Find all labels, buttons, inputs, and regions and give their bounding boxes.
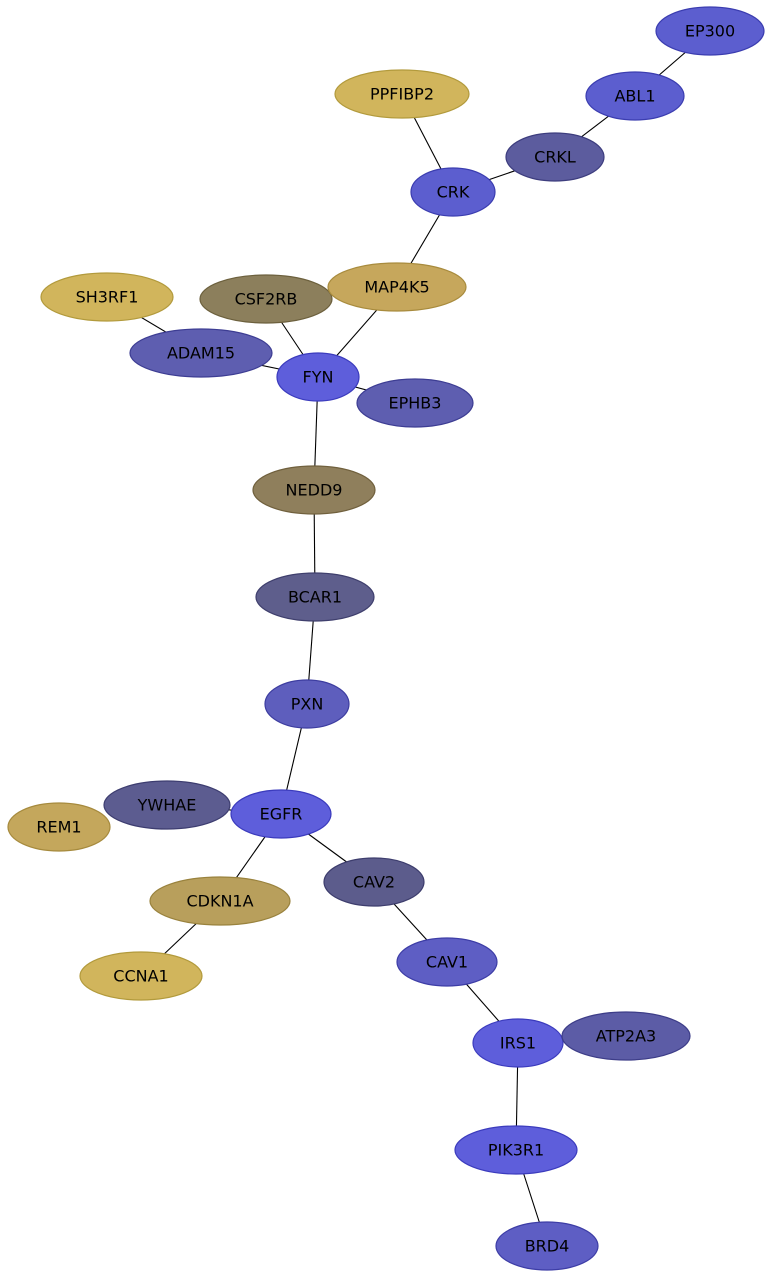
node-ellipse[interactable] [655,6,765,56]
node-ellipse[interactable] [505,132,605,182]
node-ep300[interactable]: EP300 [655,6,765,56]
node-ellipse[interactable] [396,937,498,987]
node-ppfibp2[interactable]: PPFIBP2 [334,69,470,119]
node-ellipse[interactable] [230,789,332,839]
node-sh3rf1[interactable]: SH3RF1 [40,272,174,322]
node-adam15[interactable]: ADAM15 [129,328,273,378]
node-egfr[interactable]: EGFR [230,789,332,839]
node-ellipse[interactable] [149,876,291,926]
node-abl1[interactable]: ABL1 [585,71,685,121]
node-ellipse[interactable] [334,69,470,119]
node-ellipse[interactable] [410,167,496,217]
edge-layer [106,30,711,1247]
node-ellipse[interactable] [327,262,467,312]
node-map4k5[interactable]: MAP4K5 [327,262,467,312]
node-bcar1[interactable]: BCAR1 [255,572,375,622]
node-ellipse[interactable] [495,1221,599,1271]
node-fyn[interactable]: FYN [276,352,360,402]
node-ephb3[interactable]: EPHB3 [356,378,474,428]
node-crk[interactable]: CRK [410,167,496,217]
node-ellipse[interactable] [199,274,333,324]
node-ellipse[interactable] [472,1018,564,1068]
node-cdkn1a[interactable]: CDKN1A [149,876,291,926]
node-ellipse[interactable] [103,780,231,830]
node-ellipse[interactable] [323,857,425,907]
node-atp2a3[interactable]: ATP2A3 [561,1011,691,1061]
node-brd4[interactable]: BRD4 [495,1221,599,1271]
node-ellipse[interactable] [40,272,174,322]
node-irs1[interactable]: IRS1 [472,1018,564,1068]
node-ellipse[interactable] [561,1011,691,1061]
node-cav1[interactable]: CAV1 [396,937,498,987]
node-cav2[interactable]: CAV2 [323,857,425,907]
node-nedd9[interactable]: NEDD9 [252,465,376,515]
node-rem1[interactable]: REM1 [7,802,111,852]
node-ellipse[interactable] [129,328,273,378]
node-ellipse[interactable] [79,951,203,1001]
node-ellipse[interactable] [356,378,474,428]
node-pik3r1[interactable]: PIK3R1 [454,1125,578,1175]
node-ellipse[interactable] [454,1125,578,1175]
node-ellipse[interactable] [585,71,685,121]
node-ellipse[interactable] [255,572,375,622]
node-pxn[interactable]: PXN [264,679,350,729]
node-ellipse[interactable] [7,802,111,852]
node-crkl[interactable]: CRKL [505,132,605,182]
node-ellipse[interactable] [252,465,376,515]
node-csf2rb[interactable]: CSF2RB [199,274,333,324]
node-ellipse[interactable] [264,679,350,729]
node-ccna1[interactable]: CCNA1 [79,951,203,1001]
node-ellipse[interactable] [276,352,360,402]
node-ywhae[interactable]: YWHAE [103,780,231,830]
